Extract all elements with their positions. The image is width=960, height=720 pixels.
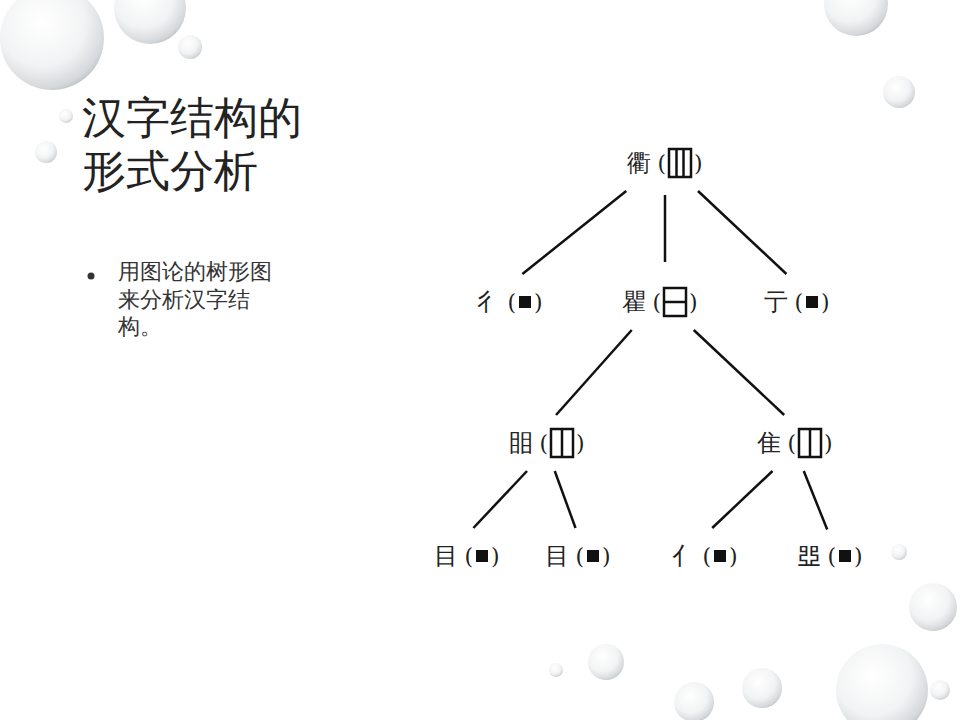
parenthesis: (	[464, 544, 473, 569]
tree-node: 目()	[431, 538, 502, 574]
parenthesis: (	[657, 151, 666, 176]
tree-node: 衢()	[624, 145, 705, 181]
character: 隹	[757, 427, 781, 459]
tree-node: 䀠()	[506, 425, 587, 461]
tree-branch	[555, 471, 576, 528]
parenthesis: )	[689, 290, 698, 315]
structure-icon	[549, 427, 575, 459]
tree-node: 亻()	[669, 538, 740, 574]
tree-node: 目()	[542, 538, 613, 574]
parenthesis: )	[576, 431, 585, 456]
parenthesis: )	[491, 544, 500, 569]
structure-icon	[712, 545, 728, 567]
character: 目	[545, 540, 569, 572]
parenthesis: (	[787, 431, 796, 456]
parenthesis: )	[602, 544, 611, 569]
bullet-text: 用图论的树形图来分析汉字结构。	[118, 258, 286, 341]
parenthesis: (	[507, 290, 516, 315]
parenthesis: (	[652, 290, 661, 315]
bullet-dot	[88, 273, 95, 280]
structure-icon	[837, 545, 853, 567]
tree-branch	[664, 195, 667, 262]
parenthesis: )	[854, 544, 863, 569]
tree-branch	[473, 471, 527, 528]
parenthesis: (	[702, 544, 711, 569]
parenthesis: )	[534, 290, 543, 315]
structure-icon	[667, 147, 693, 179]
tree-branch	[694, 330, 784, 415]
tree-branch	[522, 191, 626, 274]
parenthesis: )	[729, 544, 738, 569]
character: 彳	[477, 286, 501, 318]
parenthesis: )	[821, 290, 830, 315]
character: 䀠	[509, 427, 533, 459]
structure-icon	[517, 291, 533, 313]
parenthesis: )	[824, 431, 833, 456]
structure-icon	[804, 291, 820, 313]
parenthesis: (	[827, 544, 836, 569]
character: 瞿	[622, 286, 646, 318]
tree-node: 彳()	[474, 284, 545, 320]
parenthesis: (	[794, 290, 803, 315]
tree-branch	[804, 471, 827, 530]
tree-branch	[698, 191, 786, 274]
structure-icon	[474, 545, 490, 567]
tree-node: 隹()	[754, 425, 835, 461]
tree-node: 亍()	[761, 284, 832, 320]
parenthesis: (	[539, 431, 548, 456]
parenthesis: )	[694, 151, 703, 176]
character: 亻	[672, 540, 696, 572]
tree-branch	[712, 471, 772, 528]
tree-branch	[556, 330, 632, 415]
character: 目	[434, 540, 458, 572]
tree-node: 𠁁()	[794, 540, 865, 573]
slide-title: 汉字结构的形式分析	[82, 92, 317, 198]
tree-node: 瞿()	[619, 284, 700, 320]
structure-icon	[797, 427, 823, 459]
character: 衢	[627, 147, 651, 179]
structure-icon	[662, 286, 688, 318]
structure-icon	[585, 545, 601, 567]
parenthesis: (	[575, 544, 584, 569]
character: 亍	[764, 286, 788, 318]
character: 𠁁	[797, 542, 821, 571]
